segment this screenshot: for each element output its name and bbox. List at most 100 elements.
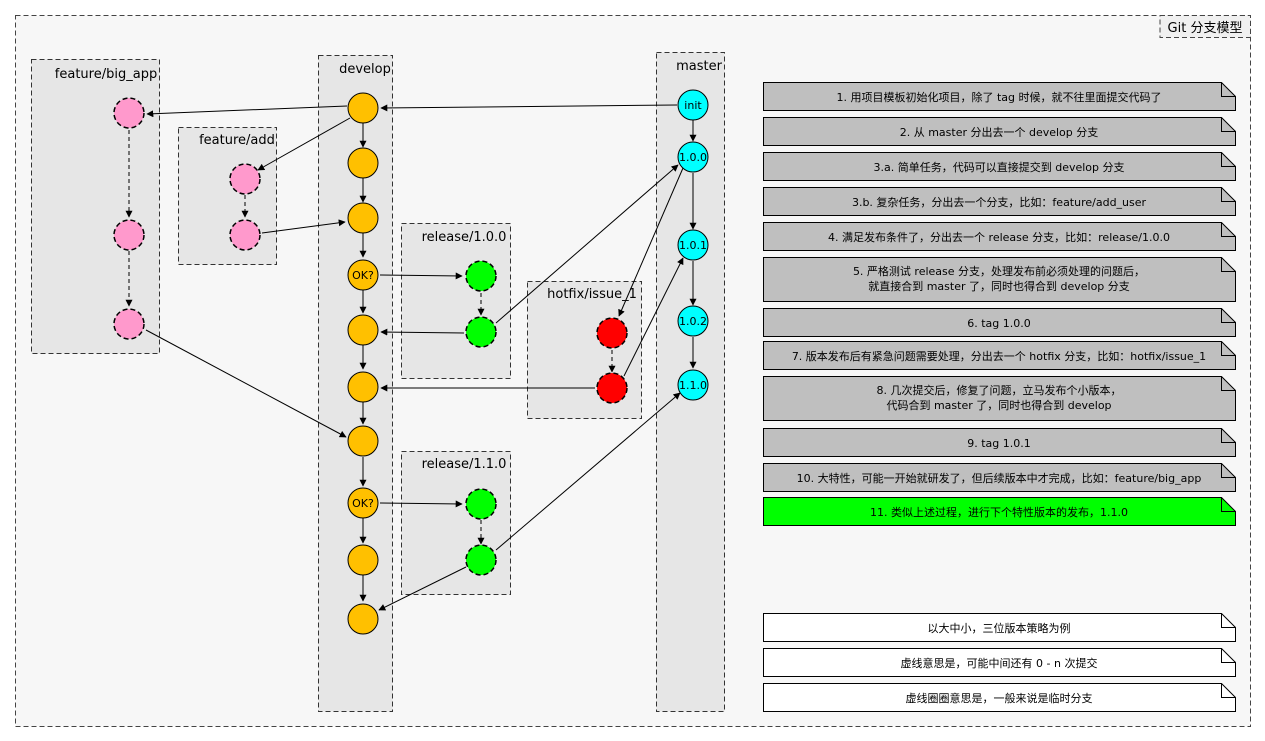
- develop-commit-6: [347, 371, 379, 403]
- master-init-label: init: [684, 99, 702, 112]
- lane-label-release-100: release/1.0.0: [422, 230, 507, 245]
- edge-init-develop: [380, 104, 678, 112]
- hotfix-commit-2: [596, 372, 628, 404]
- develop-commit-10: [347, 603, 379, 635]
- edge-rel2-develop: [378, 566, 467, 611]
- develop-commit-9: [347, 544, 379, 576]
- develop-nodes: [347, 92, 379, 635]
- edge-rel2-master: [495, 392, 681, 551]
- release-100-commit-1: [465, 260, 497, 292]
- legend-note-2: 虚线意思是，可能中间还有 0 - n 次提交: [763, 648, 1236, 677]
- master-tag-100-label: 1.0.0: [679, 151, 707, 164]
- legend-note-3-text: 虚线圈圈意思是，一般来说是临时分支: [906, 691, 1093, 705]
- master-tag-102-label: 1.0.2: [679, 315, 707, 328]
- note-1: 1. 用项目模板初始化项目，除了 tag 时候，就不往里面提交代码了: [763, 82, 1236, 111]
- lane-label-develop: develop: [339, 62, 391, 77]
- note-7: 7. 版本发布后有紧急问题需要处理，分出去一个 hotfix 分支，比如：hot…: [763, 341, 1236, 370]
- note-11: 11. 类似上述过程，进行下个特性版本的发布，1.1.0: [763, 497, 1236, 526]
- master-tag-102: [677, 305, 709, 337]
- lane-release-110: release/1.1.0: [401, 451, 511, 595]
- note-9-text: 9. tag 1.0.1: [967, 437, 1031, 450]
- ok-label-2: OK?: [352, 497, 374, 510]
- note-3a: 3.a. 简单任务，代码可以直接提交到 develop 分支: [763, 152, 1236, 181]
- develop-ok-check-2: [347, 487, 379, 519]
- edges: [125, 104, 697, 611]
- note-8-text-line-2: 代码合到 master 了，同时也得合到 develop: [886, 398, 1111, 412]
- note-4-text: 4. 满足发布条件了，分出去一个 release 分支，比如：release/1…: [828, 230, 1170, 244]
- hotfix-nodes: [596, 317, 628, 404]
- master-tag-110: [677, 369, 709, 401]
- lane-hotfix: hotfix/issue_1: [527, 281, 642, 419]
- lane-release-100: release/1.0.0: [401, 223, 511, 379]
- note-7-text: 7. 版本发布后有紧急问题需要处理，分出去一个 hotfix 分支，比如：hot…: [792, 349, 1206, 363]
- feature-nodes: [113, 97, 261, 340]
- bigapp-commit-2: [113, 219, 145, 251]
- note-3b: 3.b. 复杂任务，分出去一个分支，比如：feature/add_user: [763, 187, 1236, 216]
- note-2-text: 2. 从 master 分出去一个 develop 分支: [900, 125, 1099, 139]
- note-6-text: 6. tag 1.0.0: [967, 317, 1031, 330]
- edge-hotfix-master: [623, 257, 684, 377]
- develop-commit-3: [347, 202, 379, 234]
- note-3a-text: 3.a. 简单任务，代码可以直接提交到 develop 分支: [873, 160, 1124, 174]
- note-5-text-line-2: 就直接合到 master 了，同时也得合到 develop 分支: [868, 279, 1130, 293]
- edge-ok2-rel2: [379, 500, 463, 508]
- note-6: 6. tag 1.0.0: [763, 308, 1236, 337]
- note-3b-text: 3.b. 复杂任务，分出去一个分支，比如：feature/add_user: [852, 195, 1147, 209]
- lane-label-release-110: release/1.1.0: [422, 457, 507, 472]
- master-init: [677, 89, 709, 121]
- note-5-text-line-1: 5. 严格测试 release 分支，处理发布前必须处理的问题后，: [853, 264, 1145, 278]
- note-4: 4. 满足发布条件了，分出去一个 release 分支，比如：release/1…: [763, 222, 1236, 251]
- notes-panel: 1. 用项目模板初始化项目，除了 tag 时候，就不往里面提交代码了 2. 从 …: [763, 82, 1236, 526]
- legend-note-3: 虚线圈圈意思是，一般来说是临时分支: [763, 683, 1236, 712]
- lane-feature-add: feature/add: [178, 127, 277, 265]
- legend-note-2-text: 虚线意思是，可能中间还有 0 - n 次提交: [901, 656, 1098, 670]
- release-nodes: [465, 260, 497, 576]
- note-2: 2. 从 master 分出去一个 develop 分支: [763, 117, 1236, 146]
- lane-label-feature-big-app: feature/big_app: [55, 67, 157, 82]
- edge-rel1-develop: [380, 328, 465, 336]
- master-tag-101: [677, 229, 709, 261]
- edge-bigapp-merge: [145, 329, 347, 438]
- bigapp-commit-1: [113, 97, 145, 129]
- edge-develop-add: [257, 117, 351, 171]
- note-1-text: 1. 用项目模板初始化项目，除了 tag 时候，就不往里面提交代码了: [836, 90, 1161, 104]
- develop-commit-7: [347, 425, 379, 457]
- edge-develop-bigapp: [146, 105, 348, 118]
- legend-panel: 以大中小，三位版本策略为例 虚线意思是，可能中间还有 0 - n 次提交 虚线圈…: [763, 613, 1236, 712]
- note-8-text-line-1: 8. 几次提交后，修复了问题，立马发布个小版本，: [877, 383, 1122, 397]
- note-10-text: 10. 大特性，可能一开始就研发了，但后续版本中才完成，比如：feature/b…: [797, 471, 1202, 485]
- note-10: 10. 大特性，可能一开始就研发了，但后续版本中才完成，比如：feature/b…: [763, 463, 1236, 492]
- edge-rel1-master: [495, 164, 679, 324]
- develop-commit-2: [347, 147, 379, 179]
- develop-commit-5: [347, 314, 379, 346]
- note-11-text: 11. 类似上述过程，进行下个特性版本的发布，1.1.0: [870, 505, 1128, 519]
- lane-label-feature-add: feature/add: [199, 133, 275, 148]
- legend-note-1-text: 以大中小，三位版本策略为例: [928, 621, 1071, 635]
- note-9: 9. tag 1.0.1: [763, 428, 1236, 457]
- legend-note-1: 以大中小，三位版本策略为例: [763, 613, 1236, 642]
- release-110-commit-1: [465, 488, 497, 520]
- ok-label-1: OK?: [352, 269, 374, 282]
- develop-commit-1: [347, 92, 379, 124]
- master-nodes: [677, 89, 709, 401]
- add-commit-1: [229, 163, 261, 195]
- master-tag-101-label: 1.0.1: [679, 239, 707, 252]
- edge-ok1-rel1: [379, 272, 463, 280]
- add-commit-2: [229, 219, 261, 251]
- release-110-commit-2: [465, 544, 497, 576]
- title-tab: [1159, 15, 1251, 38]
- master-tag-110-label: 1.1.0: [679, 379, 707, 392]
- lane-label-master: master: [676, 59, 722, 74]
- develop-ok-check-1: [347, 259, 379, 291]
- hotfix-commit-1: [596, 317, 628, 349]
- note-8: 8. 几次提交后，修复了问题，立马发布个小版本， 代码合到 master 了，同…: [763, 376, 1236, 421]
- release-100-commit-2: [465, 316, 497, 348]
- edge-master-hotfix: [618, 167, 684, 317]
- edge-add-merge: [261, 219, 346, 234]
- bigapp-commit-3: [113, 308, 145, 340]
- lane-label-hotfix: hotfix/issue_1: [547, 287, 637, 302]
- master-tag-100: [677, 141, 709, 173]
- note-5: 5. 严格测试 release 分支，处理发布前必须处理的问题后， 就直接合到 …: [763, 257, 1236, 302]
- diagram-title: Git 分支模型: [1168, 21, 1243, 36]
